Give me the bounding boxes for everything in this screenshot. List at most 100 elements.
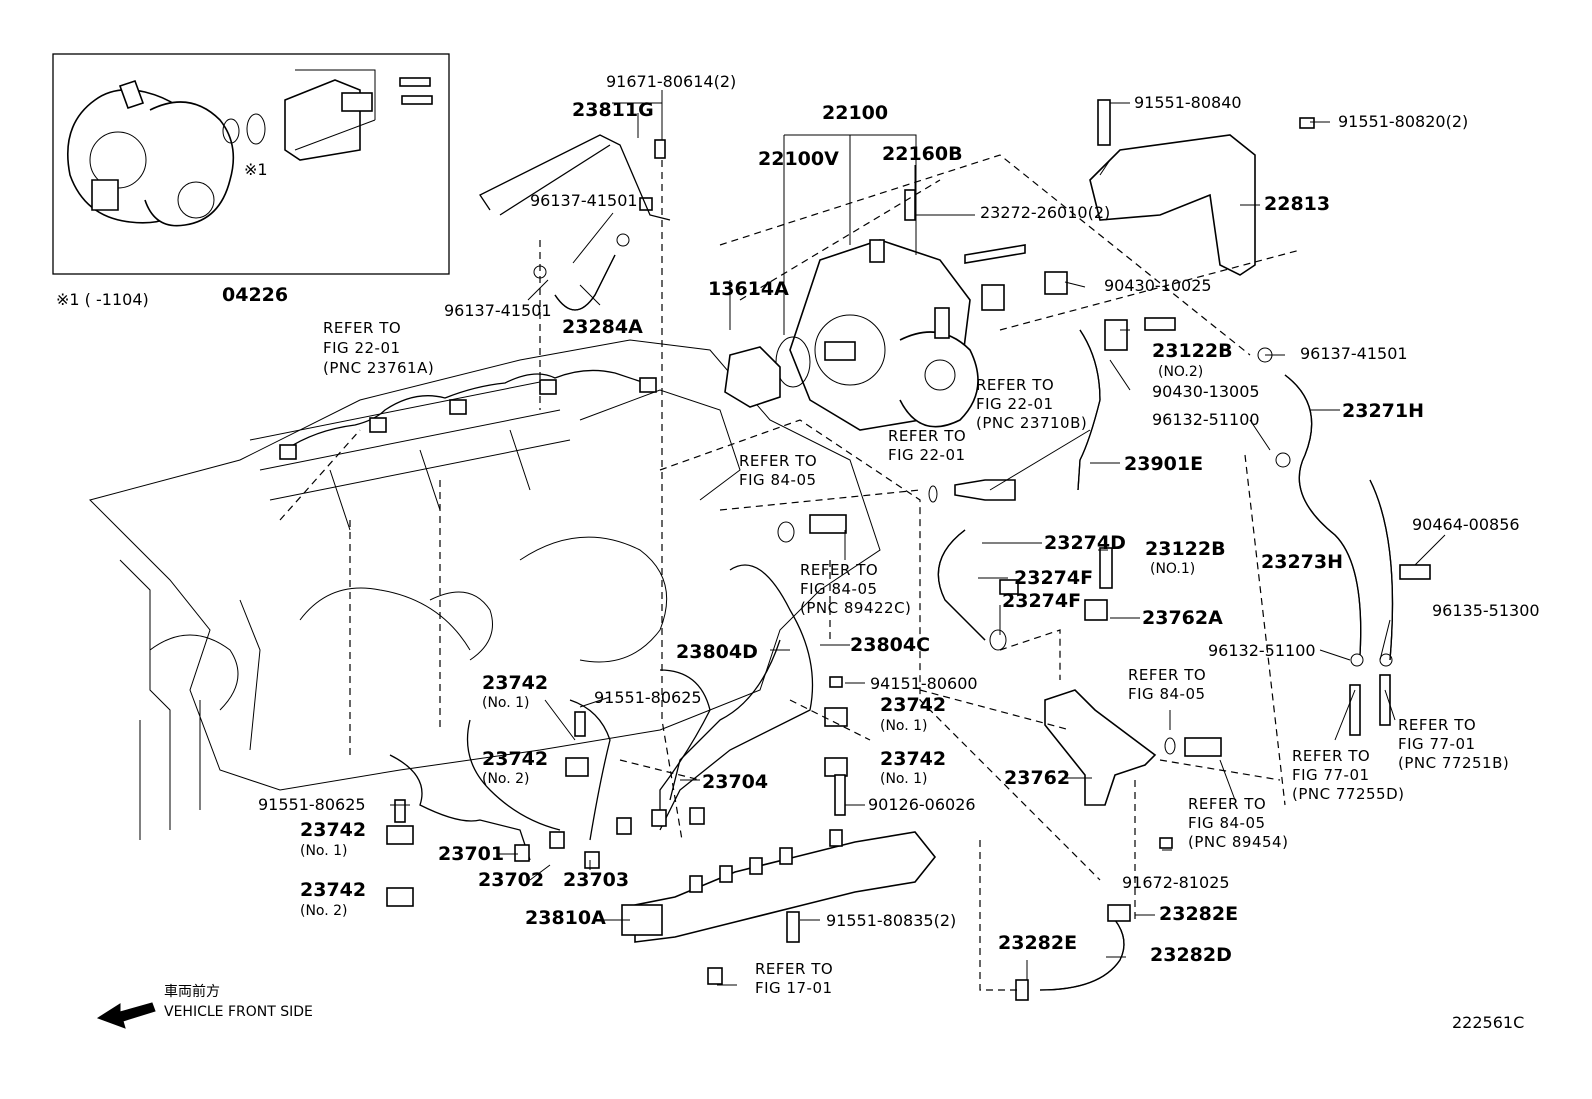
label-23811G: 23811G bbox=[572, 99, 654, 121]
inset-note-text: ※1 ( -1104) bbox=[56, 290, 149, 309]
label-91551-80625-top: 91551-80625 bbox=[594, 688, 702, 707]
label-23742-b: 23742 bbox=[880, 694, 947, 716]
refer-line: REFER TO bbox=[1398, 716, 1477, 734]
refer-line: (PNC 77255D) bbox=[1292, 785, 1405, 803]
label-96132-51100-top: 96132-51100 bbox=[1152, 410, 1260, 429]
refer-line: (PNC 89422C) bbox=[800, 599, 912, 617]
label-91551-80835: 91551-80835(2) bbox=[826, 911, 957, 930]
label-91551-80820: 91551-80820(2) bbox=[1338, 112, 1469, 131]
label-23274F-lower: 23274F bbox=[1002, 590, 1082, 612]
label-23122B-no1: 23122B bbox=[1145, 538, 1226, 560]
refer-line: REFER TO bbox=[800, 561, 879, 579]
label-91551-80840: 91551-80840 bbox=[1134, 93, 1242, 112]
label-23282D: 23282D bbox=[1150, 944, 1232, 966]
refer-line: (PNC 23761A) bbox=[323, 359, 435, 377]
vehicle-front-arrow bbox=[96, 1002, 156, 1029]
refer-line: (PNC 23710B) bbox=[976, 414, 1088, 432]
refer-fig-84-05-pnc-89422C: REFER TO FIG 84-05 (PNC 89422C) bbox=[800, 561, 911, 618]
refer-line: FIG 22-01 bbox=[976, 395, 1054, 413]
refer-line: FIG 17-01 bbox=[755, 979, 833, 997]
label-23274D: 23274D bbox=[1044, 532, 1126, 554]
label-96137-41501-left: 96137-41501 bbox=[444, 301, 552, 320]
refer-line: FIG 84-05 bbox=[800, 580, 878, 598]
refer-line: REFER TO bbox=[323, 319, 402, 337]
label-23273H: 23273H bbox=[1261, 551, 1344, 573]
injection-pipes bbox=[389, 564, 814, 869]
label-22160B: 22160B bbox=[882, 143, 963, 165]
label-23272-26010: 23272-26010(2) bbox=[980, 203, 1111, 222]
refer-line: FIG 84-05 bbox=[739, 471, 817, 489]
label-23762: 23762 bbox=[1004, 767, 1071, 789]
refer-fig-77-01-pnc-77255D: REFER TO FIG 77-01 (PNC 77255D) bbox=[1292, 747, 1404, 804]
label-23274F-upper: 23274F bbox=[1014, 567, 1094, 589]
refer-line: FIG 22-01 bbox=[888, 446, 966, 464]
label-23804C: 23804C bbox=[850, 634, 931, 656]
label-22100: 22100 bbox=[822, 102, 889, 124]
fuel-hoses-right bbox=[937, 329, 1394, 991]
label-96132-51100-bottom: 96132-51100 bbox=[1208, 641, 1316, 660]
label-23271H: 23271H bbox=[1342, 400, 1425, 422]
label-91551-80625-left: 91551-80625 bbox=[258, 795, 366, 814]
label-13614A: 13614A bbox=[708, 278, 789, 300]
injector-return-pipe bbox=[279, 369, 657, 460]
label-90430-13005: 90430-13005 bbox=[1152, 382, 1260, 401]
refer-fig-77-01-pnc-77251B: REFER TO FIG 77-01 (PNC 77251B) bbox=[1398, 716, 1509, 773]
label-91672-81025: 91672-81025 bbox=[1122, 873, 1230, 892]
label-23810A: 23810A bbox=[525, 907, 606, 929]
bracket-22813 bbox=[1089, 99, 1315, 276]
label-90126-06026: 90126-06026 bbox=[868, 795, 976, 814]
refer-line: REFER TO bbox=[755, 960, 834, 978]
refer-line: FIG 84-05 bbox=[1188, 814, 1266, 832]
label-96135-51300: 96135-51300 bbox=[1432, 601, 1540, 620]
label-23742-f-sub: (No. 2) bbox=[300, 903, 348, 919]
refer-line: REFER TO bbox=[888, 427, 967, 445]
label-22813: 22813 bbox=[1264, 193, 1331, 215]
label-23742-a-sub: (No. 1) bbox=[482, 695, 530, 711]
label-23901E: 23901E bbox=[1124, 453, 1204, 475]
diagram-id: 222561C bbox=[1452, 1013, 1525, 1032]
inset-note-mark: ※1 bbox=[244, 160, 268, 179]
label-94151-80600: 94151-80600 bbox=[870, 674, 978, 693]
label-96137-41501-right: 96137-41501 bbox=[1300, 344, 1408, 363]
refer-fig-17-01: REFER TO FIG 17-01 bbox=[755, 960, 833, 998]
label-23284A: 23284A bbox=[562, 316, 643, 338]
label-23122B-no2: 23122B bbox=[1152, 340, 1233, 362]
label-91671-80614: 91671-80614(2) bbox=[606, 72, 737, 91]
label-23742-f: 23742 bbox=[300, 879, 367, 901]
label-23742-c: 23742 bbox=[482, 748, 549, 770]
refer-line: REFER TO bbox=[1128, 666, 1207, 684]
label-90464-00856: 90464-00856 bbox=[1412, 515, 1520, 534]
refer-line: (PNC 89454) bbox=[1188, 833, 1289, 851]
label-96137-41501-top: 96137-41501 bbox=[530, 191, 638, 210]
label-90430-10025: 90430-10025 bbox=[1104, 276, 1212, 295]
refer-line: REFER TO bbox=[1292, 747, 1371, 765]
label-23282E-right: 23282E bbox=[1159, 903, 1239, 925]
refer-line: REFER TO bbox=[976, 376, 1055, 394]
label-23703: 23703 bbox=[563, 869, 630, 891]
label-23704: 23704 bbox=[702, 771, 769, 793]
refer-fig-22-01: REFER TO FIG 22-01 bbox=[888, 427, 966, 465]
label-23742-d: 23742 bbox=[880, 748, 947, 770]
refer-fig-84-05-pnc-89454: REFER TO FIG 84-05 (PNC 89454) bbox=[1188, 795, 1288, 852]
refer-line: (PNC 77251B) bbox=[1398, 754, 1510, 772]
supply-pump-22100 bbox=[724, 134, 1005, 431]
refer-line: REFER TO bbox=[1188, 795, 1267, 813]
refer-fig-84-05-a: REFER TO FIG 84-05 bbox=[739, 452, 817, 490]
label-23762A: 23762A bbox=[1142, 607, 1223, 629]
refer-line: FIG 77-01 bbox=[1398, 735, 1476, 753]
refer-line: FIG 22-01 bbox=[323, 339, 401, 357]
label-23742-e-sub: (No. 1) bbox=[300, 843, 348, 859]
label-23122B-no1-sub: (NO.1) bbox=[1150, 561, 1196, 577]
refer-line: FIG 77-01 bbox=[1292, 766, 1370, 784]
label-23804D: 23804D bbox=[676, 641, 758, 663]
leader-lines bbox=[390, 90, 1446, 986]
clamps-and-fittings bbox=[386, 139, 1431, 1001]
label-23742-b-sub: (No. 1) bbox=[880, 718, 928, 734]
vehicle-front-label-en: VEHICLE FRONT SIDE bbox=[164, 1004, 313, 1020]
label-23742-d-sub: (No. 1) bbox=[880, 771, 928, 787]
vehicle-front-label-jp: 車両前方 bbox=[164, 984, 220, 1000]
label-23742-c-sub: (No. 2) bbox=[482, 771, 530, 787]
label-04226: 04226 bbox=[222, 284, 289, 306]
label-23742-a: 23742 bbox=[482, 672, 549, 694]
